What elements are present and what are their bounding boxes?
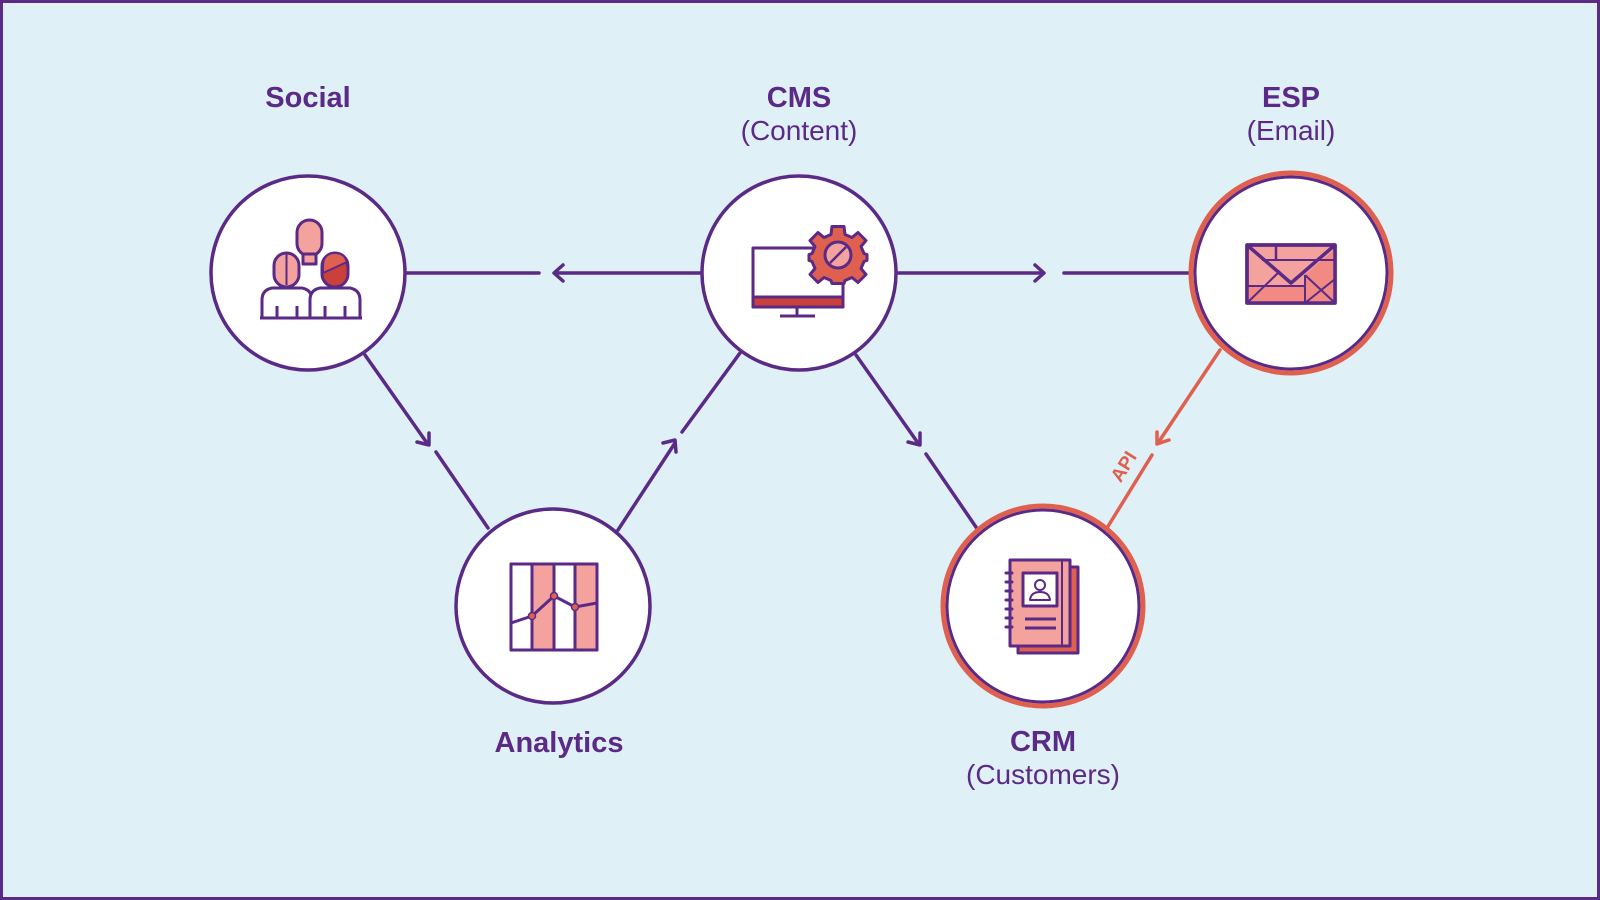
edge-analytics-to-cms xyxy=(616,351,742,532)
edge-cms-to-crm xyxy=(854,353,980,532)
node-title: CMS xyxy=(766,82,832,114)
edge-social-to-analytics xyxy=(363,353,490,530)
people-group-icon xyxy=(260,218,362,320)
node-crm[interactable] xyxy=(940,503,1146,709)
node-subtitle: (Customers) xyxy=(965,759,1121,791)
node-title: ESP xyxy=(1261,82,1321,114)
node-analytics[interactable] xyxy=(454,507,652,705)
node-label-social: Social xyxy=(265,82,350,115)
contact-book-icon xyxy=(1004,558,1080,655)
edge-cms-to-social xyxy=(403,263,704,283)
node-circle xyxy=(209,174,407,372)
node-label-cms: CMS (Content) xyxy=(741,82,858,148)
node-social[interactable] xyxy=(209,174,407,372)
node-label-esp: ESP (Email) xyxy=(1247,82,1336,148)
node-label-analytics: Analytics xyxy=(495,727,624,760)
edge-esp-to-crm-api xyxy=(1105,348,1222,530)
edge-cms-to-esp xyxy=(894,263,1194,283)
node-cms[interactable] xyxy=(700,174,898,372)
node-esp[interactable] xyxy=(1188,170,1394,376)
node-title: CRM xyxy=(1009,726,1077,758)
node-subtitle: (Content) xyxy=(740,115,858,147)
line-chart-icon xyxy=(509,562,599,652)
arrowhead-up-right-icon xyxy=(661,438,678,454)
arrowhead-right-icon xyxy=(1033,263,1046,283)
arrowhead-down-right-icon xyxy=(906,431,922,447)
node-title: Social xyxy=(265,82,351,114)
node-subtitle: (Email) xyxy=(1246,115,1336,147)
node-title: Analytics xyxy=(494,727,624,759)
gear-icon xyxy=(807,225,869,285)
arrowhead-left-icon xyxy=(552,263,565,283)
node-label-crm: CRM (Customers) xyxy=(966,726,1120,792)
arrowhead-down-right-icon xyxy=(415,431,431,447)
spiral-binding xyxy=(1004,571,1014,629)
envelope-icon xyxy=(1245,243,1337,305)
arrowhead-down-left-icon xyxy=(1155,430,1171,446)
monitor-gear-icon xyxy=(751,225,869,318)
